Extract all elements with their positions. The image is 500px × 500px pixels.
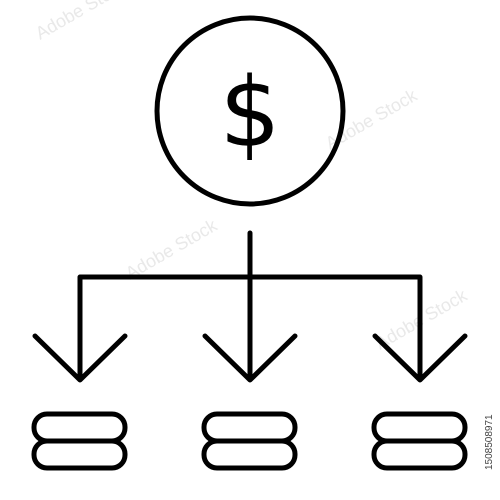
watermark-text: Adobe Stock bbox=[32, 0, 131, 43]
stock-id-label: 1508508971 bbox=[484, 414, 495, 470]
left-arrow-icon bbox=[32, 333, 128, 383]
left-coin-stack-icon bbox=[31, 411, 128, 471]
coin-circle bbox=[154, 15, 346, 207]
branch-connector-line bbox=[77, 274, 423, 381]
right-arrow-icon bbox=[372, 333, 468, 383]
center-coin-stack-icon bbox=[201, 411, 298, 471]
dollar-sign-icon: $ bbox=[219, 57, 280, 169]
watermark-text: Adobe Stock bbox=[122, 215, 221, 284]
center-arrow-icon bbox=[202, 333, 298, 383]
right-coin-stack-icon bbox=[371, 411, 468, 471]
